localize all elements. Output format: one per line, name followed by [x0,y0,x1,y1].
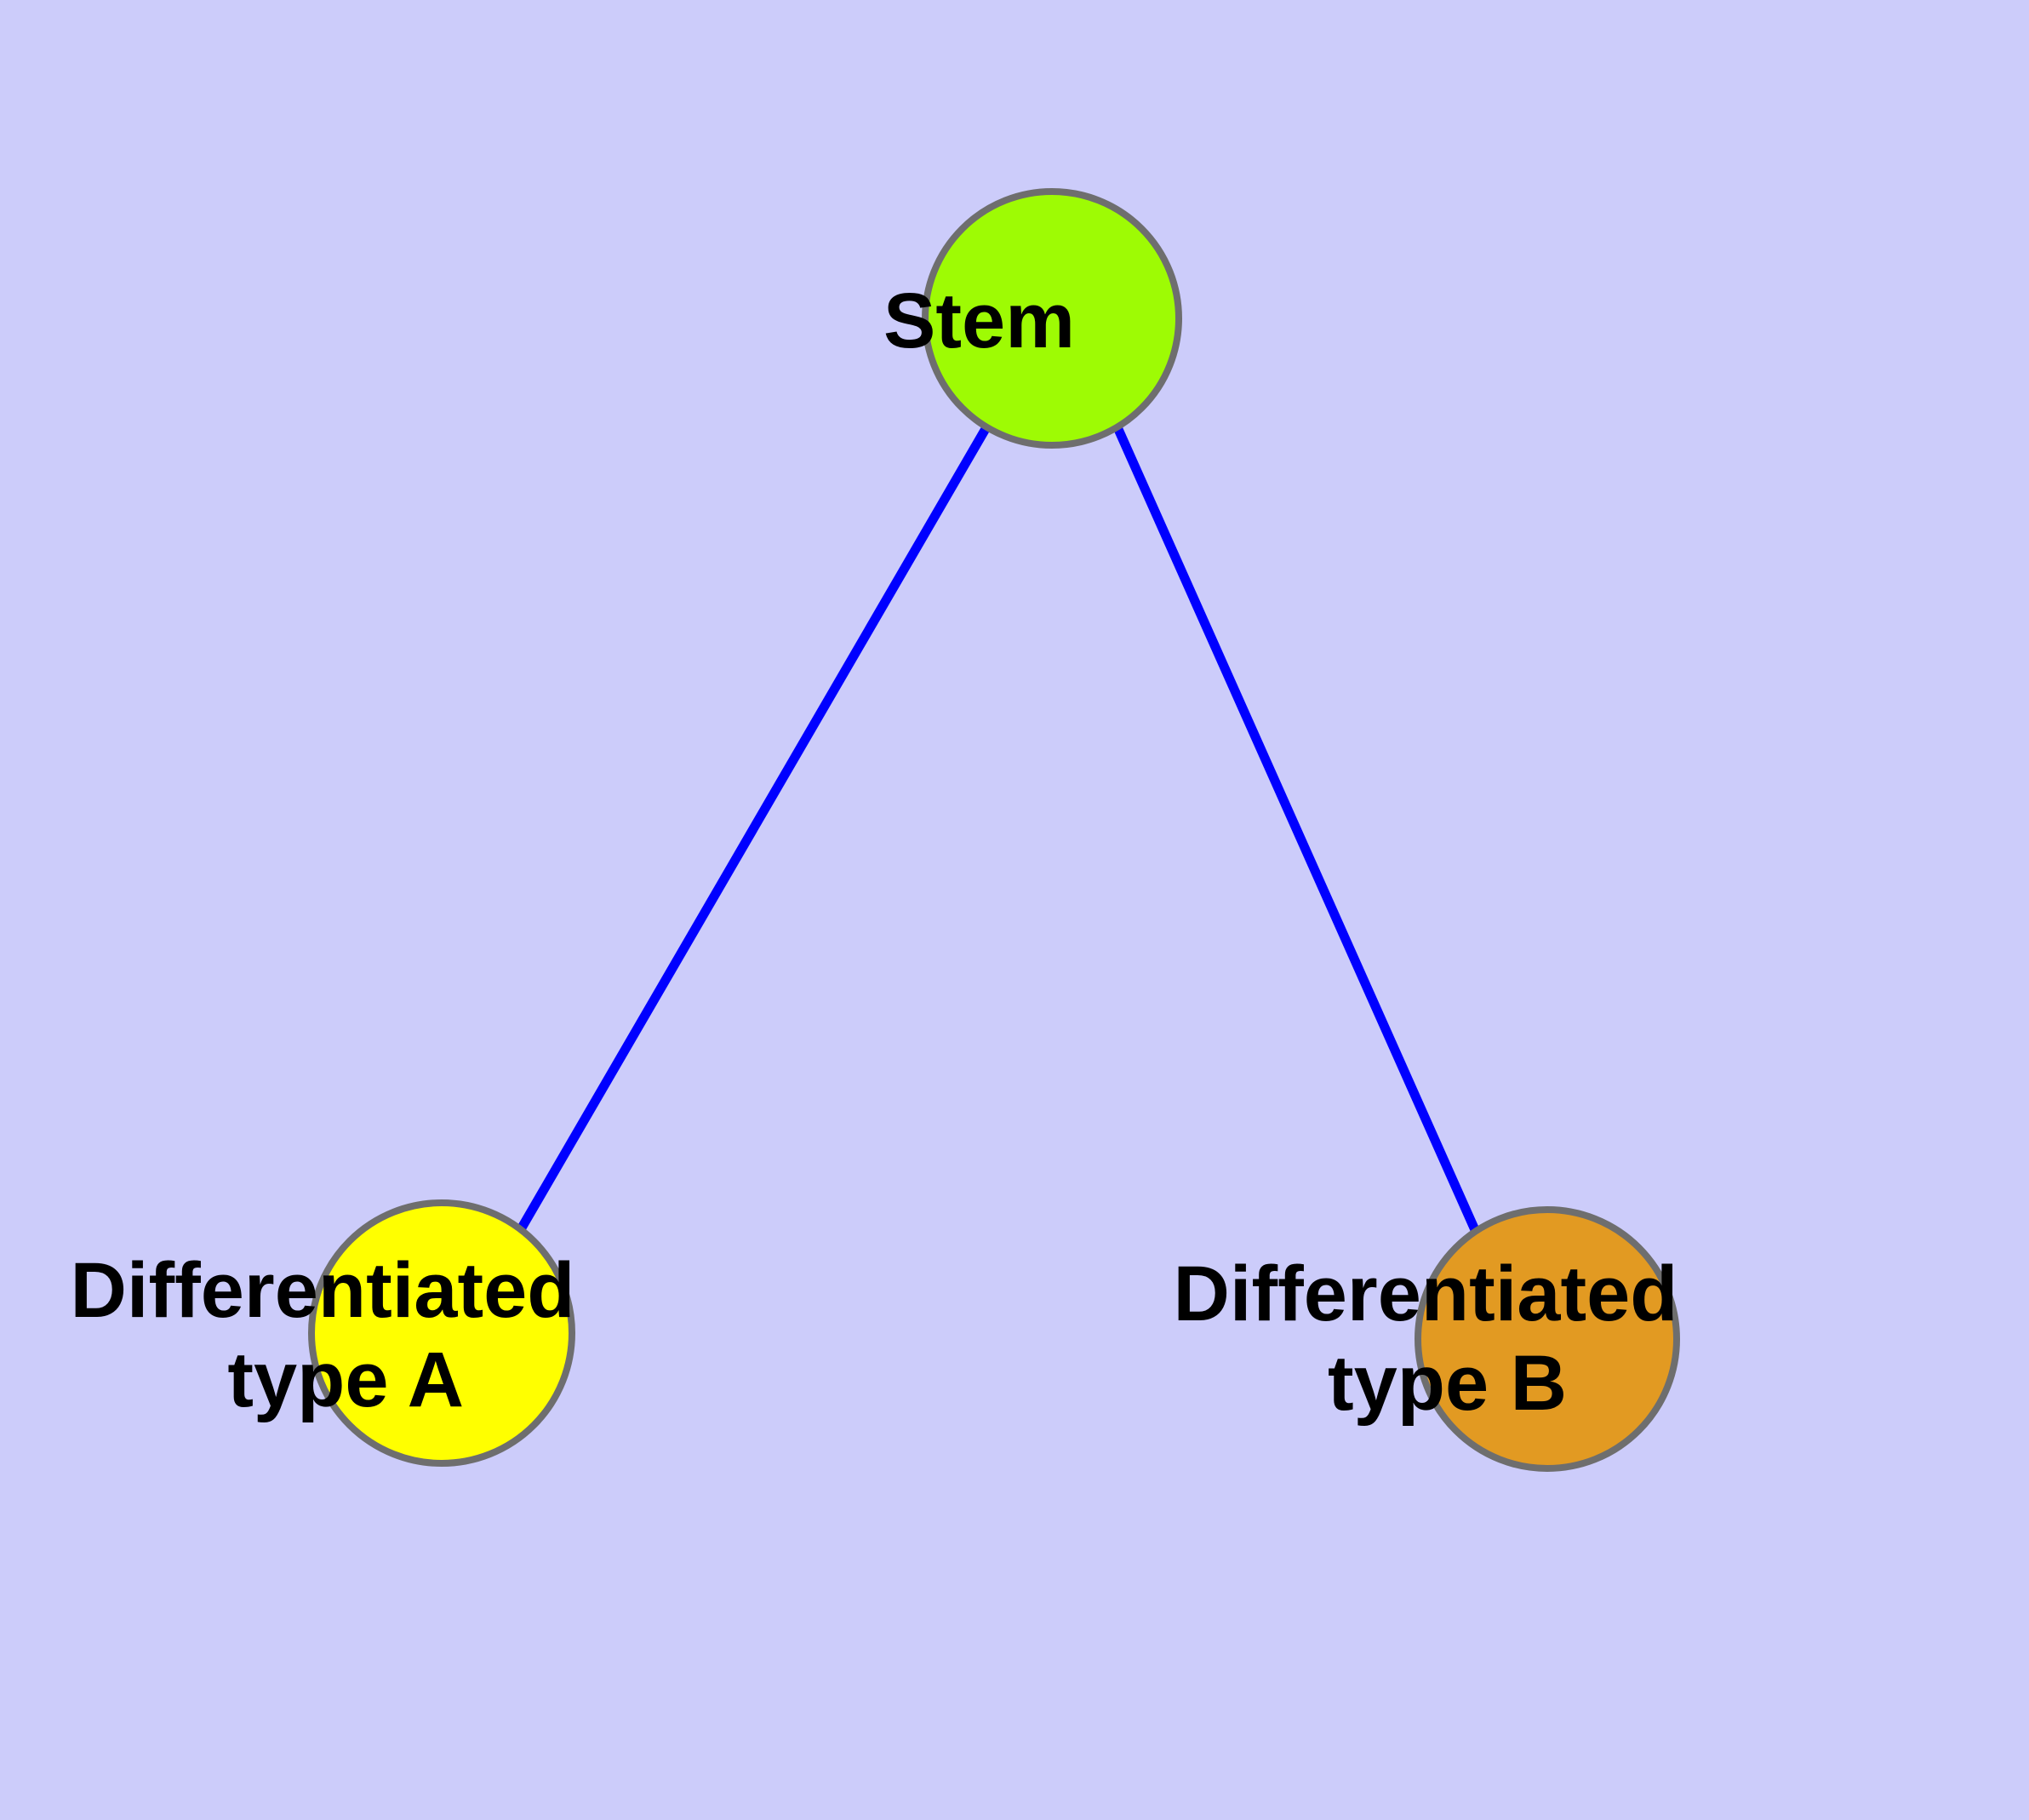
node-stem-label-line-1: Stem [883,278,1075,364]
node-diff-a-label: Differentiated type A [70,1247,770,1423]
node-stem-label: Stem [883,278,1227,364]
node-diff-b-label-line-2: type B [1328,1340,1567,1427]
node-stem[interactable] [922,188,1182,449]
node-diff-a-label-line-1: Differentiated [70,1247,574,1334]
edge-layer [517,425,1481,1234]
edge-stem-to-diff-b[interactable] [1112,425,1481,1234]
node-stem-circle[interactable] [922,188,1182,449]
node-diff-a[interactable] [308,1199,575,1467]
node-diff-a-circle[interactable] [308,1199,575,1467]
label-layer: Stem Differentiated type A Differentiate… [70,278,1873,1427]
node-diff-b-label: Differentiated type B [1173,1251,1873,1427]
node-diff-b[interactable] [1415,1206,1680,1472]
node-layer [308,188,1680,1472]
node-diff-a-label-line-2: type A [227,1336,462,1423]
node-diff-b-circle[interactable] [1415,1206,1680,1472]
edge-stem-to-diff-a[interactable] [517,425,991,1232]
node-diff-b-label-line-1: Differentiated [1173,1251,1677,1337]
